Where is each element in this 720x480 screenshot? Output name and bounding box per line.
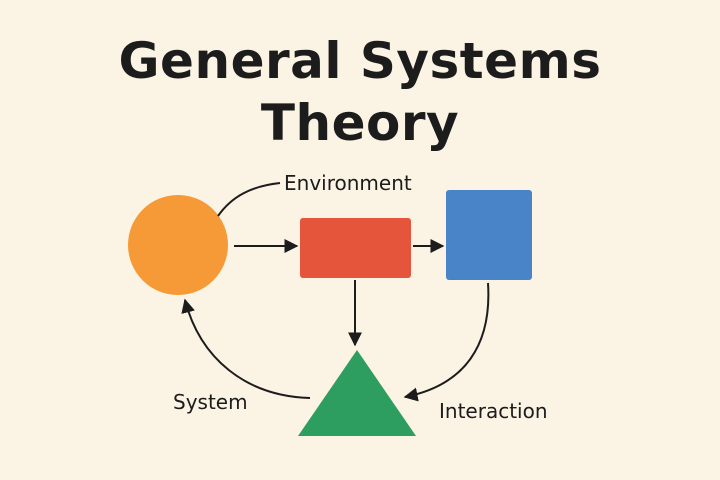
title-line-2: Theory bbox=[260, 94, 460, 152]
red-rectangle-node bbox=[300, 218, 411, 278]
interaction-label: Interaction bbox=[439, 399, 548, 423]
environment-curve bbox=[217, 182, 281, 217]
title-line-1: General Systems bbox=[118, 32, 602, 90]
arrow-blue-to-triangle bbox=[403, 282, 490, 402]
system-label: System bbox=[173, 390, 248, 414]
green-triangle-node bbox=[298, 350, 416, 436]
environment-label: Environment bbox=[284, 171, 412, 195]
blue-square-node bbox=[446, 190, 532, 280]
arrow-triangle-to-circle bbox=[181, 298, 311, 399]
orange-circle-node bbox=[128, 195, 228, 295]
